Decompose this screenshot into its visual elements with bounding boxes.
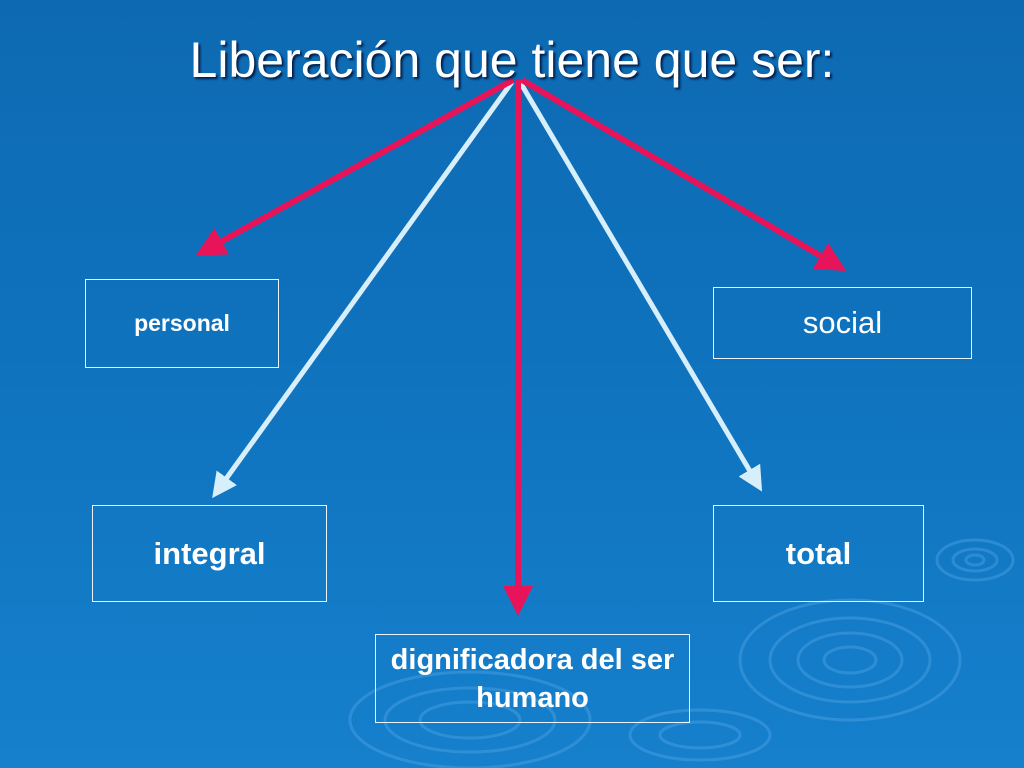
box-integral: integral: [92, 505, 327, 602]
box-personal-label: personal: [134, 310, 230, 336]
arrow-integral: [212, 80, 515, 499]
box-dignificadora-label: dignificadora del ser humano: [390, 643, 675, 714]
slide-title: Liberación que tiene que ser:: [189, 32, 835, 88]
box-personal: personal: [85, 279, 279, 368]
box-total: total: [713, 505, 924, 602]
box-total-label: total: [785, 535, 852, 571]
box-integral-label: integral: [153, 535, 266, 571]
box-dignificadora: dignificadora del ser humano: [375, 634, 690, 723]
arrow-total: [517, 80, 763, 492]
box-social: social: [713, 287, 972, 359]
box-social-label: social: [802, 305, 883, 340]
arrow-personal: [195, 77, 515, 256]
arrow-social: [520, 77, 847, 272]
